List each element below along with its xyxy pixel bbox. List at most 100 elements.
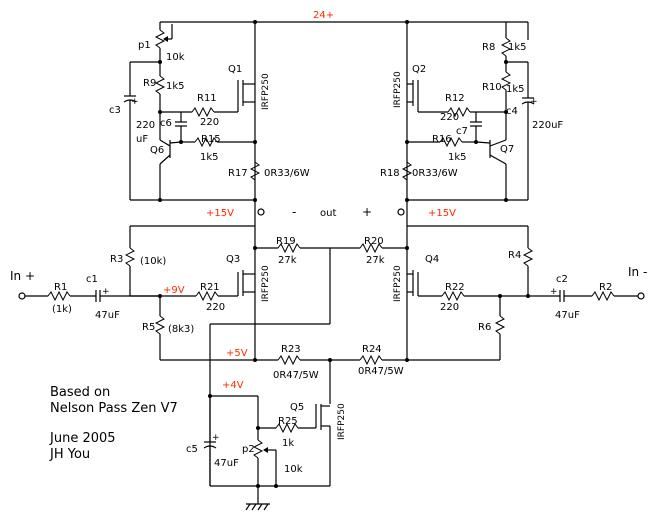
label-r18: R18 <box>380 168 400 179</box>
input-left-label: In + <box>10 269 35 283</box>
value-r5: (8k3) <box>168 324 194 335</box>
c3-plus: + <box>131 97 139 107</box>
type-q5: IRFP250 <box>337 403 347 440</box>
value-r10: 1k5 <box>506 84 525 95</box>
credit-line-4: JH You <box>50 447 91 462</box>
label-r21: R21 <box>200 282 220 293</box>
label-q2: Q2 <box>412 64 426 75</box>
label-r23: R23 <box>281 344 301 355</box>
label-r3: R3 <box>110 254 123 265</box>
label-r6: R6 <box>478 322 491 333</box>
label-q7: Q7 <box>500 144 514 155</box>
value-r24: 0R47/5W <box>358 366 404 377</box>
value-r15: 1k5 <box>200 152 219 163</box>
mid-rails <box>130 212 528 227</box>
current-source-row <box>253 354 409 404</box>
value-r22: 220 <box>440 302 459 313</box>
value-p1: 10k <box>166 52 185 63</box>
rail-label-15v-left: +15V <box>206 208 234 219</box>
credit-line-3: June 2005 <box>50 431 116 446</box>
left-upper-stage <box>123 20 261 212</box>
label-r25: R25 <box>278 416 298 427</box>
type-q2: IRFP250 <box>393 71 403 108</box>
value-r3: (10k) <box>140 256 166 267</box>
label-c7: c7 <box>456 126 468 137</box>
value-r1: (1k) <box>52 304 72 315</box>
input-right-label: In - <box>628 265 647 279</box>
label-r8: R8 <box>482 42 495 53</box>
label-q4: Q4 <box>425 254 439 265</box>
label-p1: p1 <box>138 40 151 51</box>
label-c6: c6 <box>160 118 172 129</box>
rail-label-5v: +5V <box>226 348 248 359</box>
label-q1: Q1 <box>228 64 242 75</box>
value-r12: 220 <box>440 112 459 123</box>
label-r22: R22 <box>445 282 465 293</box>
label-q3: Q3 <box>226 254 240 265</box>
value-r16: 1k5 <box>448 152 467 163</box>
type-q3: IRFP250 <box>261 265 271 302</box>
c5-plus: + <box>212 433 220 443</box>
label-c2: c2 <box>556 274 568 285</box>
rail-label-4v: +4V <box>222 380 244 391</box>
label-r17: R17 <box>228 168 248 179</box>
label-r1: R1 <box>54 282 67 293</box>
c1-plus: + <box>102 287 110 297</box>
label-r2: R2 <box>599 282 612 293</box>
type-q4: IRFP250 <box>393 265 403 302</box>
output-minus: - <box>292 205 296 219</box>
label-r16: R16 <box>432 134 452 145</box>
value-c3: 220 <box>136 120 155 131</box>
label-c4: c4 <box>506 106 518 117</box>
rail-label-15v-right: +15V <box>428 208 456 219</box>
label-q5: Q5 <box>290 402 304 413</box>
label-r19: R19 <box>276 236 296 247</box>
value-c3-unit: uF <box>136 134 148 145</box>
value-p2: 10k <box>284 464 303 475</box>
output-label: out <box>320 208 336 219</box>
right-input-stage <box>406 226 645 361</box>
label-r4: R4 <box>508 250 521 261</box>
label-r15: R15 <box>201 134 221 145</box>
value-r20: 27k <box>366 255 385 266</box>
bias-source <box>203 394 331 511</box>
label-c5: c5 <box>186 444 198 455</box>
value-r21: 220 <box>206 302 225 313</box>
left-input-stage <box>18 226 257 361</box>
rail-label-9v: +9V <box>163 285 185 296</box>
type-q1: IRFP250 <box>261 73 271 110</box>
value-c4: 220uF <box>532 120 563 131</box>
c2-plus: + <box>550 287 558 297</box>
label-c3: c3 <box>109 105 121 116</box>
credit-line-2: Nelson Pass Zen V7 <box>50 401 178 416</box>
label-r20: R20 <box>364 236 384 247</box>
value-r19: 27k <box>278 255 297 266</box>
output-terminals <box>257 208 405 216</box>
credit-line-1: Based on <box>50 385 111 400</box>
label-c1: c1 <box>86 274 98 285</box>
label-r9: R9 <box>143 78 156 89</box>
value-c2: 47uF <box>555 310 580 321</box>
c4-plus: + <box>530 97 538 107</box>
value-r23: 0R47/5W <box>273 370 319 381</box>
credit-spacer <box>50 417 178 431</box>
value-r8: 1k5 <box>508 42 527 53</box>
value-r11: 220 <box>200 117 219 128</box>
right-upper-stage <box>401 20 535 212</box>
label-r11: R11 <box>197 93 217 104</box>
value-r17: 0R33/6W <box>264 168 310 179</box>
label-p2: p2 <box>242 444 255 455</box>
value-c1: 47uF <box>95 310 120 321</box>
label-r5: R5 <box>142 322 155 333</box>
value-c5: 47uF <box>214 458 239 469</box>
label-r24: R24 <box>362 344 382 355</box>
credit-block: Based on Nelson Pass Zen V7 June 2005 JH… <box>50 385 178 463</box>
output-plus: + <box>362 205 372 219</box>
value-r18: 0R33/6W <box>412 168 458 179</box>
label-q6: Q6 <box>150 145 164 156</box>
value-r25: 1k <box>282 438 294 449</box>
feedback-network <box>209 242 409 486</box>
label-r12: R12 <box>445 93 465 104</box>
